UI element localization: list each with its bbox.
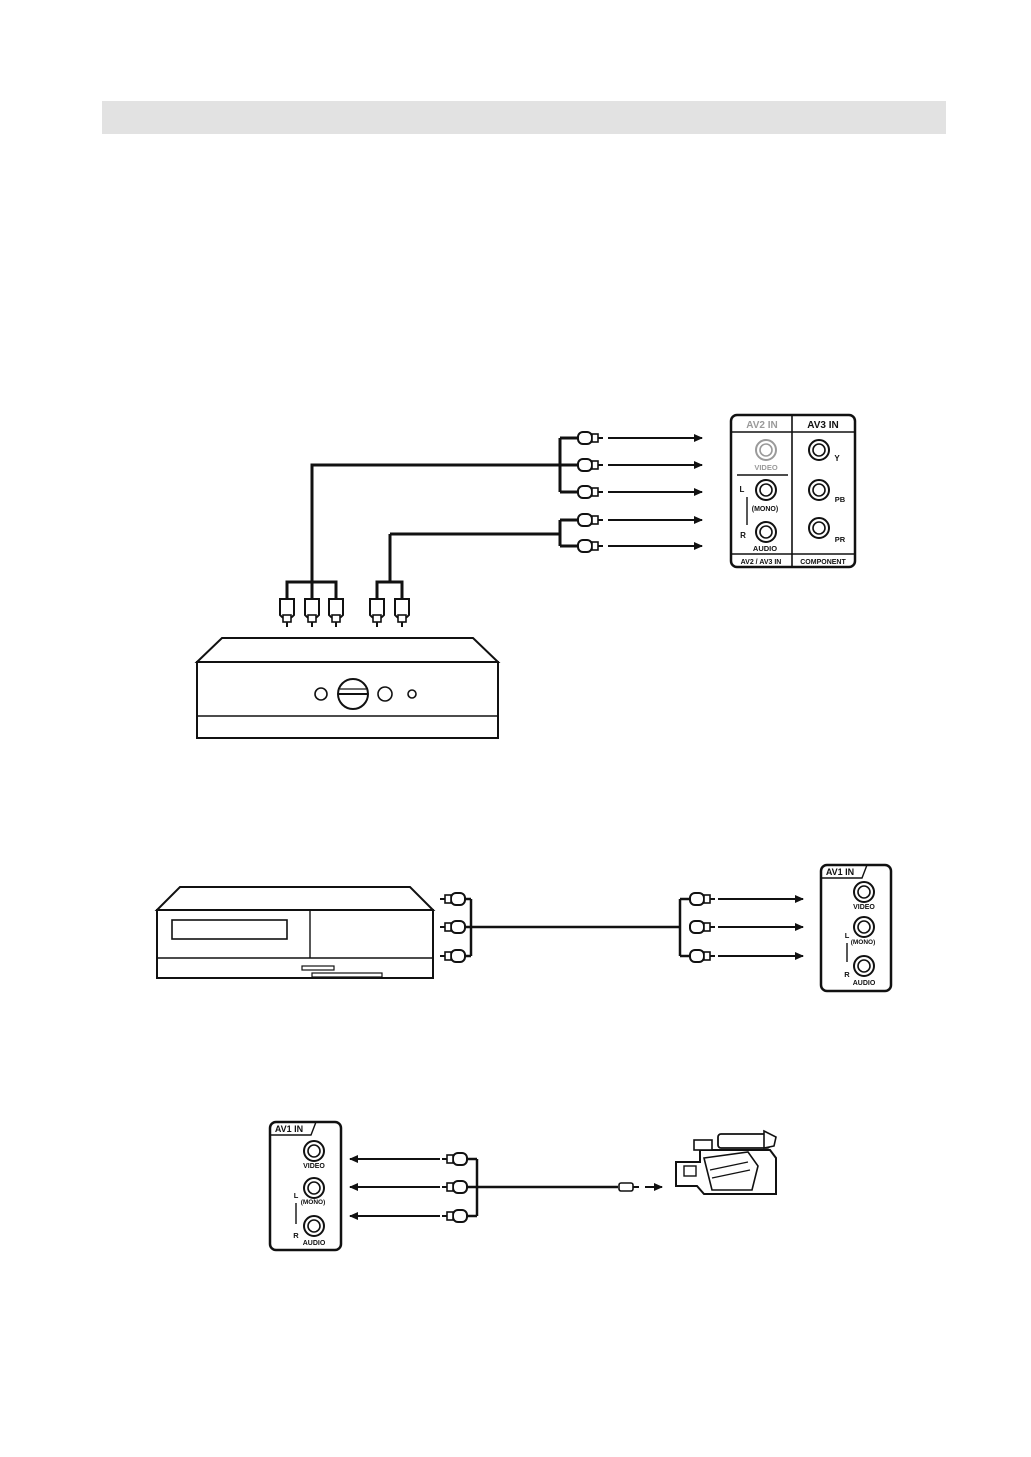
top-arrows	[608, 438, 702, 546]
vcr-icon	[157, 887, 433, 978]
av1-audio-l-jack-middle	[854, 917, 874, 937]
top-output-plugs	[578, 432, 603, 552]
bottom-cables	[467, 1159, 618, 1216]
dvd-player-icon	[197, 638, 498, 738]
av1-l-label-bottom: L	[294, 1191, 299, 1200]
bottom-diagram: AV1 IN VIDEO L (MONO) R AUDIO	[270, 1122, 776, 1250]
top-cables	[287, 438, 578, 599]
camcorder-icon	[676, 1131, 776, 1194]
av1-mono-label-bottom: (MONO)	[301, 1199, 326, 1206]
av1-r-label-bottom: R	[293, 1231, 299, 1240]
av2-audio-r-jack	[756, 522, 776, 542]
middle-diagram: AV1 IN VIDEO L (MONO) R AUDIO	[157, 865, 891, 991]
middle-arrows	[718, 899, 803, 956]
component-y-label: Y	[834, 454, 840, 463]
component-pb-jack	[809, 480, 829, 500]
av1-audio-label-bottom: AUDIO	[303, 1240, 326, 1247]
av2-r-label: R	[740, 531, 746, 540]
av2-audio-l-jack	[756, 480, 776, 500]
component-y-jack	[809, 440, 829, 460]
middle-left-plugs	[440, 893, 465, 962]
av1-r-label-middle: R	[844, 970, 850, 979]
top-diagram: AV2 IN AV3 IN VIDEO L (MONO) R AUDIO Y P…	[197, 415, 855, 738]
bottom-plugs	[442, 1153, 467, 1222]
av2-video-label: VIDEO	[754, 463, 778, 472]
component-pb-label: PB	[835, 495, 846, 504]
av2-l-label: L	[740, 485, 745, 494]
mini-plug	[619, 1183, 662, 1191]
av1-audio-l-jack-bottom	[304, 1178, 324, 1198]
av3-in-title: AV3 IN	[807, 420, 839, 431]
av1-audio-label-middle: AUDIO	[853, 980, 876, 987]
av1-in-title-bottom: AV1 IN	[275, 1124, 303, 1134]
av2-in-title: AV2 IN	[746, 420, 778, 431]
middle-cables	[465, 899, 690, 956]
component-pr-label: PR	[835, 535, 846, 544]
av1-panel-bottom: AV1 IN VIDEO L (MONO) R AUDIO	[270, 1122, 341, 1250]
middle-right-plugs	[690, 893, 715, 962]
av1-video-label-bottom: VIDEO	[303, 1163, 325, 1170]
av2-video-jack	[756, 440, 776, 460]
av2-av3-in-footer: AV2 / AV3 IN	[741, 559, 782, 566]
av1-l-label-middle: L	[845, 931, 850, 940]
av1-audio-r-jack-middle	[854, 956, 874, 976]
component-footer: COMPONENT	[800, 559, 846, 566]
av1-video-jack-middle	[854, 882, 874, 902]
av1-audio-r-jack-bottom	[304, 1216, 324, 1236]
av1-panel-middle: AV1 IN VIDEO L (MONO) R AUDIO	[821, 865, 891, 991]
av1-video-jack-bottom	[304, 1141, 324, 1161]
av1-mono-label-middle: (MONO)	[851, 939, 876, 946]
av2-av3-panel: AV2 IN AV3 IN VIDEO L (MONO) R AUDIO Y P…	[731, 415, 855, 567]
av1-in-title-middle: AV1 IN	[826, 867, 854, 877]
av2-audio-label: AUDIO	[753, 544, 777, 553]
source-plugs	[280, 599, 409, 627]
av2-mono-label: (MONO)	[752, 506, 778, 513]
component-pr-jack	[809, 518, 829, 538]
av1-video-label-middle: VIDEO	[853, 904, 875, 911]
bottom-arrows	[350, 1159, 440, 1216]
